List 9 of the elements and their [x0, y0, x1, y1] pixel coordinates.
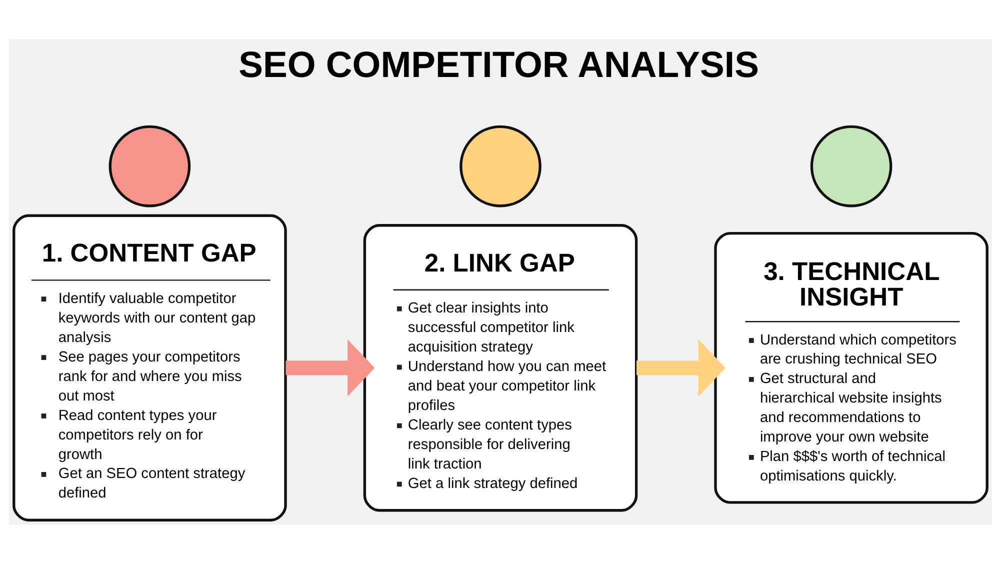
diagram-title: SEO COMPETITOR ANALYSIS [238, 43, 758, 84]
node-circle [108, 124, 190, 207]
arrow [285, 338, 374, 396]
node-box: 2. LINK GAP Get clear insights into successful competitor link acquisition strategy Understand how you can meet and beat your competitor link profiles Clearly see content types responsible for delivering link traction Get a link strategy defined [362, 224, 638, 512]
arrow [636, 338, 725, 396]
node-circle [810, 124, 892, 207]
node-circle [459, 124, 541, 207]
node-box: 3. TECHNICAL INSIGHT Understand which competitors are crushing technical SEO Get structural and hierarchical website insights and recommendations to improve your own website Plan $$$'s worth of technical optimisations quickly. [714, 231, 988, 504]
node-box: 1. CONTENT GAP Identify valuable competitor keywords with our content gap analysis See pages your competitors rank for and where you miss out most Read content types your competitors rely on for growth Get an SEO content strategy defined [12, 214, 286, 521]
